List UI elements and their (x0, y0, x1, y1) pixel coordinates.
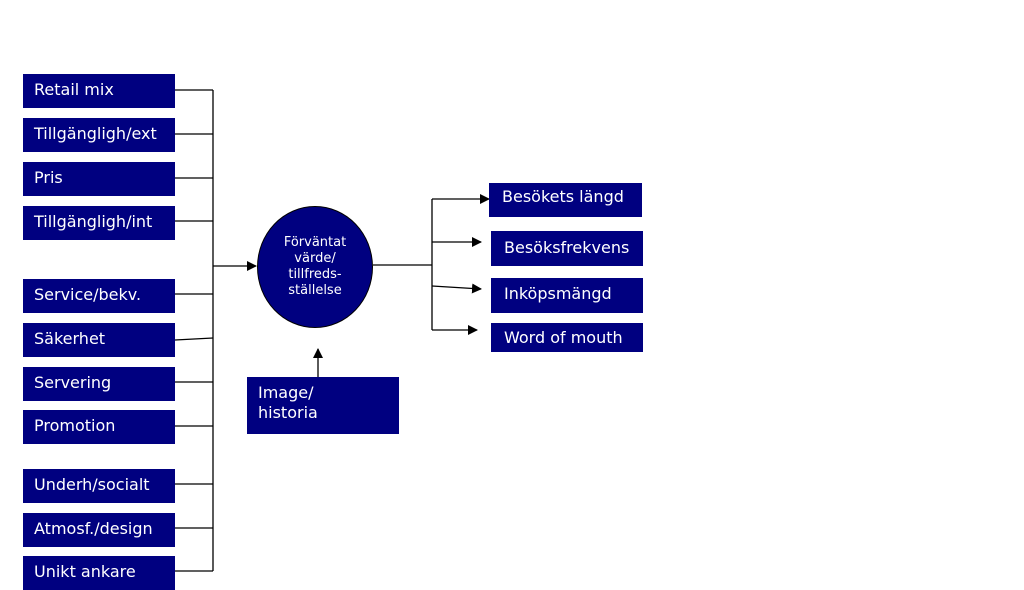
outcome-box-inkopsmangd: Inköpsmängd (491, 278, 643, 313)
image-label-line: Image/ (258, 383, 314, 402)
outcome-arrow (431, 283, 482, 294)
driver-box-servering: Servering (23, 367, 175, 401)
image-history-box: Image/ historia (247, 377, 399, 434)
outcome-box-besoksfrekvens: Besöksfrekvens (491, 231, 643, 266)
outcome-box-besokets-langd: Besökets längd (489, 183, 642, 217)
driver-box-service: Service/bekv. (23, 279, 175, 313)
driver-box-atmosfar: Atmosf./design (23, 513, 175, 547)
driver-box-tillganglighet-ext: Tillgängligh/ext (23, 118, 175, 152)
driver-box-pris: Pris (23, 162, 175, 196)
driver-box-tillganglighet-int: Tillgängligh/int (23, 206, 175, 240)
outcome-box-word-of-mouth: Word of mouth (491, 323, 643, 352)
driver-box-unikt-ankare: Unikt ankare (23, 556, 175, 590)
driver-box-underhallning: Underh/socialt (23, 469, 175, 503)
center-label-line: ställelse (288, 283, 342, 298)
center-label-line: tillfreds- (288, 267, 342, 282)
center-label-line: Förväntat (283, 235, 347, 250)
driver-box-retail-mix: Retail mix (23, 74, 175, 108)
center-label-line: värde/ (294, 251, 336, 266)
driver-box-sakerhet: Säkerhet (23, 323, 175, 357)
driver-box-promotion: Promotion (23, 410, 175, 444)
stub-line (174, 337, 214, 341)
center-value-circle: Förväntat värde/ tillfreds- ställelse (257, 206, 373, 328)
image-label-line: historia (258, 403, 318, 422)
